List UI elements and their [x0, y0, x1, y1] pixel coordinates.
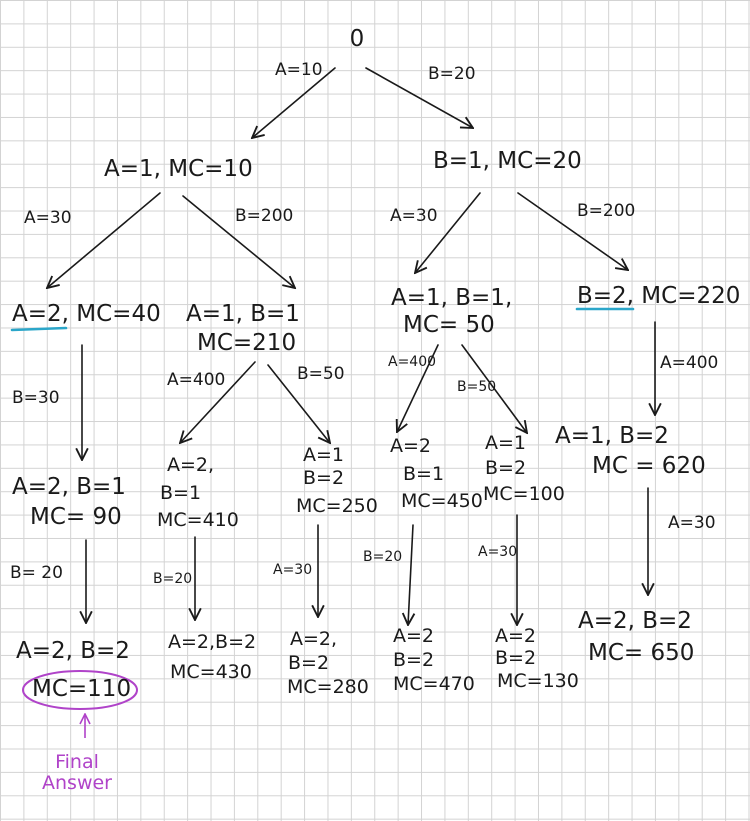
edge-label-n2: B=200: [235, 206, 294, 226]
node-a1b1-mc50-line2: MC= 50: [403, 312, 495, 338]
node-a2b1-mc410-line3: MC=410: [157, 509, 239, 531]
node-a2-mc40: A=2, MC=40: [12, 303, 161, 326]
edge-label-m1: B=30: [12, 388, 60, 408]
edge-label-a10: A=10: [275, 60, 323, 80]
node-a2b2-mc470-line2: B=2: [393, 649, 435, 671]
node-a2b2-mc130-line1: A=2: [495, 625, 537, 647]
node-a2b2-mc110-line1: A=2, B=2: [16, 638, 130, 664]
edge-root-to-a1: [252, 67, 336, 138]
edge-label-b20: B=20: [428, 64, 476, 84]
node-a1b2-mc250-line2: B=2: [303, 467, 345, 489]
node-a2b1-mc410-line1: A=2,: [167, 454, 215, 476]
node-a2b2-mc430-line1: A=2,B=2: [168, 631, 257, 653]
node-b2-mc220: B=2, MC=220: [577, 285, 740, 308]
node-a2b2-mc280-line3: MC=280: [287, 676, 369, 698]
edge-label-m3: B=50: [297, 364, 345, 384]
edge-b1-to-a1b1: [415, 192, 481, 273]
node-a2b2-mc130-line2: B=2: [495, 647, 537, 669]
edge-a1-to-a2: [47, 192, 161, 288]
edge-b1-to-b2: [517, 192, 628, 270]
node-a2-cost: MC=40: [68, 301, 161, 327]
edge-label-k4: B=20: [363, 549, 403, 565]
edge-label-k6: A=30: [668, 513, 716, 533]
node-a2b2-mc280-line1: A=2,: [290, 628, 338, 650]
edge-label-k3: A=30: [273, 562, 313, 578]
node-a2b1-mc90-line2: MC= 90: [30, 504, 122, 530]
edge-label-m5: B=50: [457, 379, 497, 395]
node-b1-mc20: B=1, MC=20: [433, 148, 582, 174]
node-a2b2-mc130-line3: MC=130: [497, 670, 579, 692]
edge-label-m4: A=400: [388, 354, 437, 370]
edge-label-n4: B=200: [577, 201, 636, 221]
node-a1b2-mc250-line3: MC=250: [296, 495, 378, 517]
node-a1b1-mc210-line1: A=1, B=1: [186, 301, 300, 327]
edge-label-m2: A=400: [167, 370, 226, 390]
node-a2b2-mc110-line2: MC=110: [32, 676, 132, 702]
final-answer-line2: Answer: [42, 771, 112, 794]
node-a1b2-mc620-line1: A=1, B=2: [555, 423, 669, 449]
edge-label-m6: A=400: [660, 353, 719, 373]
node-a2b2-mc650-line2: MC= 650: [588, 640, 695, 666]
node-a1b1-mc210-line2: MC=210: [197, 330, 297, 356]
edge-root-to-b1: [365, 67, 473, 128]
edge-label-n1: A=30: [24, 208, 72, 228]
edge-n3-left: [397, 344, 439, 432]
node-a2b2-mc470-line1: A=2: [393, 625, 435, 647]
node-a1b2-mc100-line3: MC=100: [483, 483, 565, 505]
node-a2b2-mc470-line3: MC=470: [393, 673, 475, 695]
node-a2b2-mc280-line2: B=2: [288, 652, 330, 674]
node-a1b2-mc620-line2: MC = 620: [592, 453, 706, 479]
node-a1-mc10: A=1, MC=10: [104, 156, 253, 182]
final-answer-circle: [22, 670, 138, 710]
node-a2b1-mc410-line2: B=1: [160, 482, 202, 504]
final-answer-line1: Final: [55, 751, 99, 773]
node-a1b1-mc50-line1: A=1, B=1,: [391, 285, 513, 311]
node-a2b1-mc90-line1: A=2, B=1: [12, 474, 126, 500]
edge-label-k5: A=30: [478, 544, 518, 560]
edge-m4-down: [408, 524, 413, 625]
node-b2-cost: MC=220: [634, 283, 741, 309]
edge-n2-left: [180, 361, 256, 443]
node-a1b2-mc100-line1: A=1: [485, 432, 527, 454]
node-b2-state: B=2,: [577, 283, 634, 309]
node-a2b1-mc450-line2: B=1: [403, 463, 445, 485]
node-a1b2-mc250-line1: A=1: [303, 444, 345, 466]
edge-label-k2: B=20: [153, 571, 193, 587]
edge-a1-to-a1b1: [182, 195, 295, 288]
node-a2b2-mc430-line2: MC=430: [170, 661, 252, 683]
root-node: 0: [349, 26, 365, 52]
node-a2b2-mc650-line1: A=2, B=2: [578, 608, 692, 634]
edge-label-k1: B= 20: [10, 563, 63, 583]
edge-n3-right: [461, 344, 527, 433]
node-a2b1-mc450-line1: A=2: [390, 435, 432, 457]
node-a1b2-mc100-line2: B=2: [485, 457, 527, 479]
edge-n2-right: [267, 364, 330, 443]
node-a2b1-mc450-line3: MC=450: [401, 490, 483, 512]
underline-a2: [10, 326, 68, 332]
node-a2-state: A=2,: [12, 301, 69, 327]
final-answer-note: Final Answer: [42, 752, 112, 794]
edge-label-n3: A=30: [390, 206, 438, 226]
